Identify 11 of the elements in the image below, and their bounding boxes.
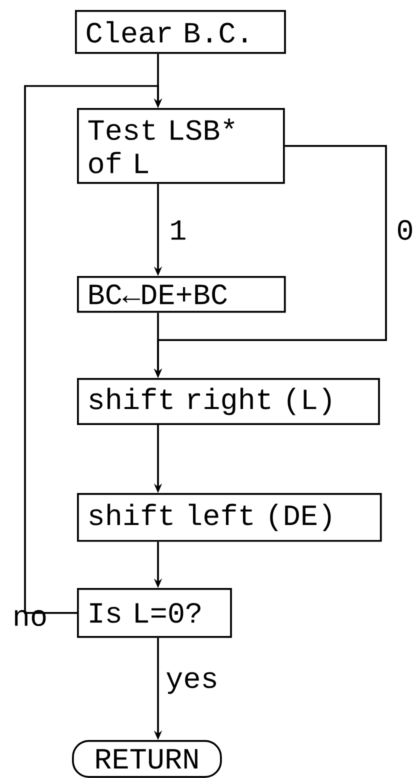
process-box: Clear B.C. <box>75 10 286 54</box>
edge-label: 0 <box>398 220 412 240</box>
process-box: shift left (DE) <box>77 493 382 542</box>
terminator-box: RETURN <box>72 740 222 778</box>
arrow <box>24 85 162 614</box>
edge-label: 1 <box>171 220 186 240</box>
process-box: shift right (L) <box>77 378 380 425</box>
process-box: BC←DE+BC <box>77 276 286 313</box>
decision-box: Test LSB* of L <box>77 108 285 184</box>
decision-box: Is L=0? <box>77 588 232 638</box>
edge-label: yes <box>166 672 216 694</box>
